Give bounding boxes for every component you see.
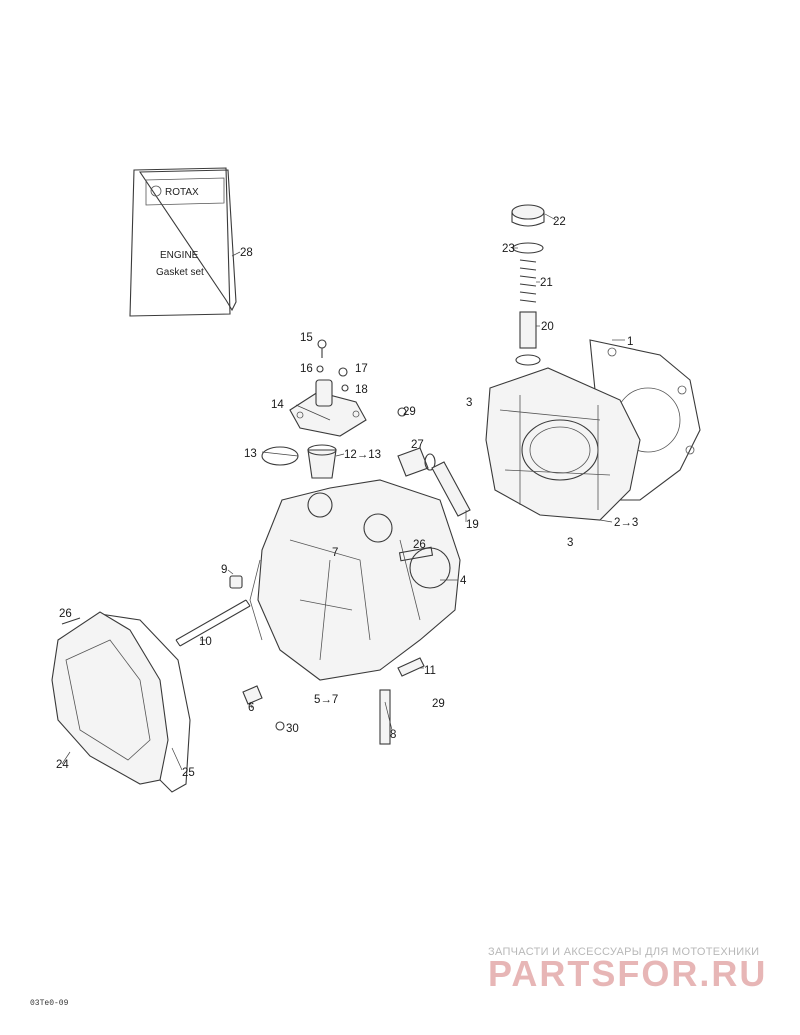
gasket-kit-line2: Gasket set	[156, 267, 204, 278]
callout-11: 11	[424, 665, 436, 677]
callout-18: 18	[355, 384, 368, 396]
callout-8: 8	[390, 729, 396, 741]
callout-20: 20	[541, 321, 554, 333]
callout-6: 6	[248, 702, 254, 714]
watermark-logo: PARTSFOR.RU	[488, 953, 767, 994]
callout-12: 12→13	[344, 449, 381, 461]
fasteners	[175, 575, 425, 745]
callout-25: 25	[182, 767, 195, 779]
callout-15: 15	[300, 332, 313, 344]
leader-lines	[61, 213, 625, 771]
crankcase-block	[249, 479, 461, 681]
figure-code: 03Te0-09	[30, 999, 69, 1008]
callout-19: 19	[466, 519, 479, 531]
water-fitting	[397, 407, 471, 517]
gasket-kit-brand: ROTAX	[165, 187, 199, 198]
callout-16: 16	[300, 363, 313, 375]
callout-23: 23	[502, 243, 515, 255]
thermostat-housing	[289, 339, 367, 437]
callout-24: 24	[56, 759, 69, 771]
callout-9: 9	[221, 564, 227, 576]
callout-26b: 26	[413, 539, 426, 551]
callout-27: 27	[411, 439, 424, 451]
valve-cap-assembly	[511, 204, 545, 366]
cylinder	[485, 367, 641, 521]
callout-17: 17	[355, 363, 368, 375]
callout-30: 30	[286, 723, 299, 735]
thermostat	[261, 444, 337, 479]
watermark: ЗАПЧАСТИ И АКСЕССУАРЫ ДЛЯ МОТОТЕХНИКИ PA…	[488, 946, 767, 994]
side-cover	[51, 611, 191, 793]
callout-28: 28	[240, 247, 253, 259]
gasket-set-booklet: ROTAX ENGINE Gasket set	[129, 167, 237, 317]
callout-3a: 3	[466, 397, 472, 409]
callout-22: 22	[553, 216, 566, 228]
callout-4: 4	[460, 575, 467, 587]
callout-1: 1	[627, 336, 633, 348]
callout-10: 10	[199, 636, 212, 648]
callout-2: 2→3	[614, 517, 638, 529]
callout-26a: 26	[59, 608, 72, 620]
callout-21: 21	[540, 277, 553, 289]
callout-29a: 29	[403, 406, 416, 418]
callout-7: 7	[332, 547, 338, 559]
callout-13: 13	[244, 448, 257, 460]
watermark-tagline: ЗАПЧАСТИ И АКСЕССУАРЫ ДЛЯ МОТОТЕХНИКИ	[488, 946, 759, 958]
gasket-kit-line1: ENGINE	[160, 250, 199, 261]
callout-14: 14	[271, 399, 284, 411]
callout-5: 5→7	[314, 694, 338, 706]
callout-labels: 1 2→3 3 3 4 5→7 6 7 8 9 10 11 12→13 13 1…	[56, 216, 638, 779]
callout-3b: 3	[567, 537, 573, 549]
callout-29b: 29	[432, 698, 445, 710]
